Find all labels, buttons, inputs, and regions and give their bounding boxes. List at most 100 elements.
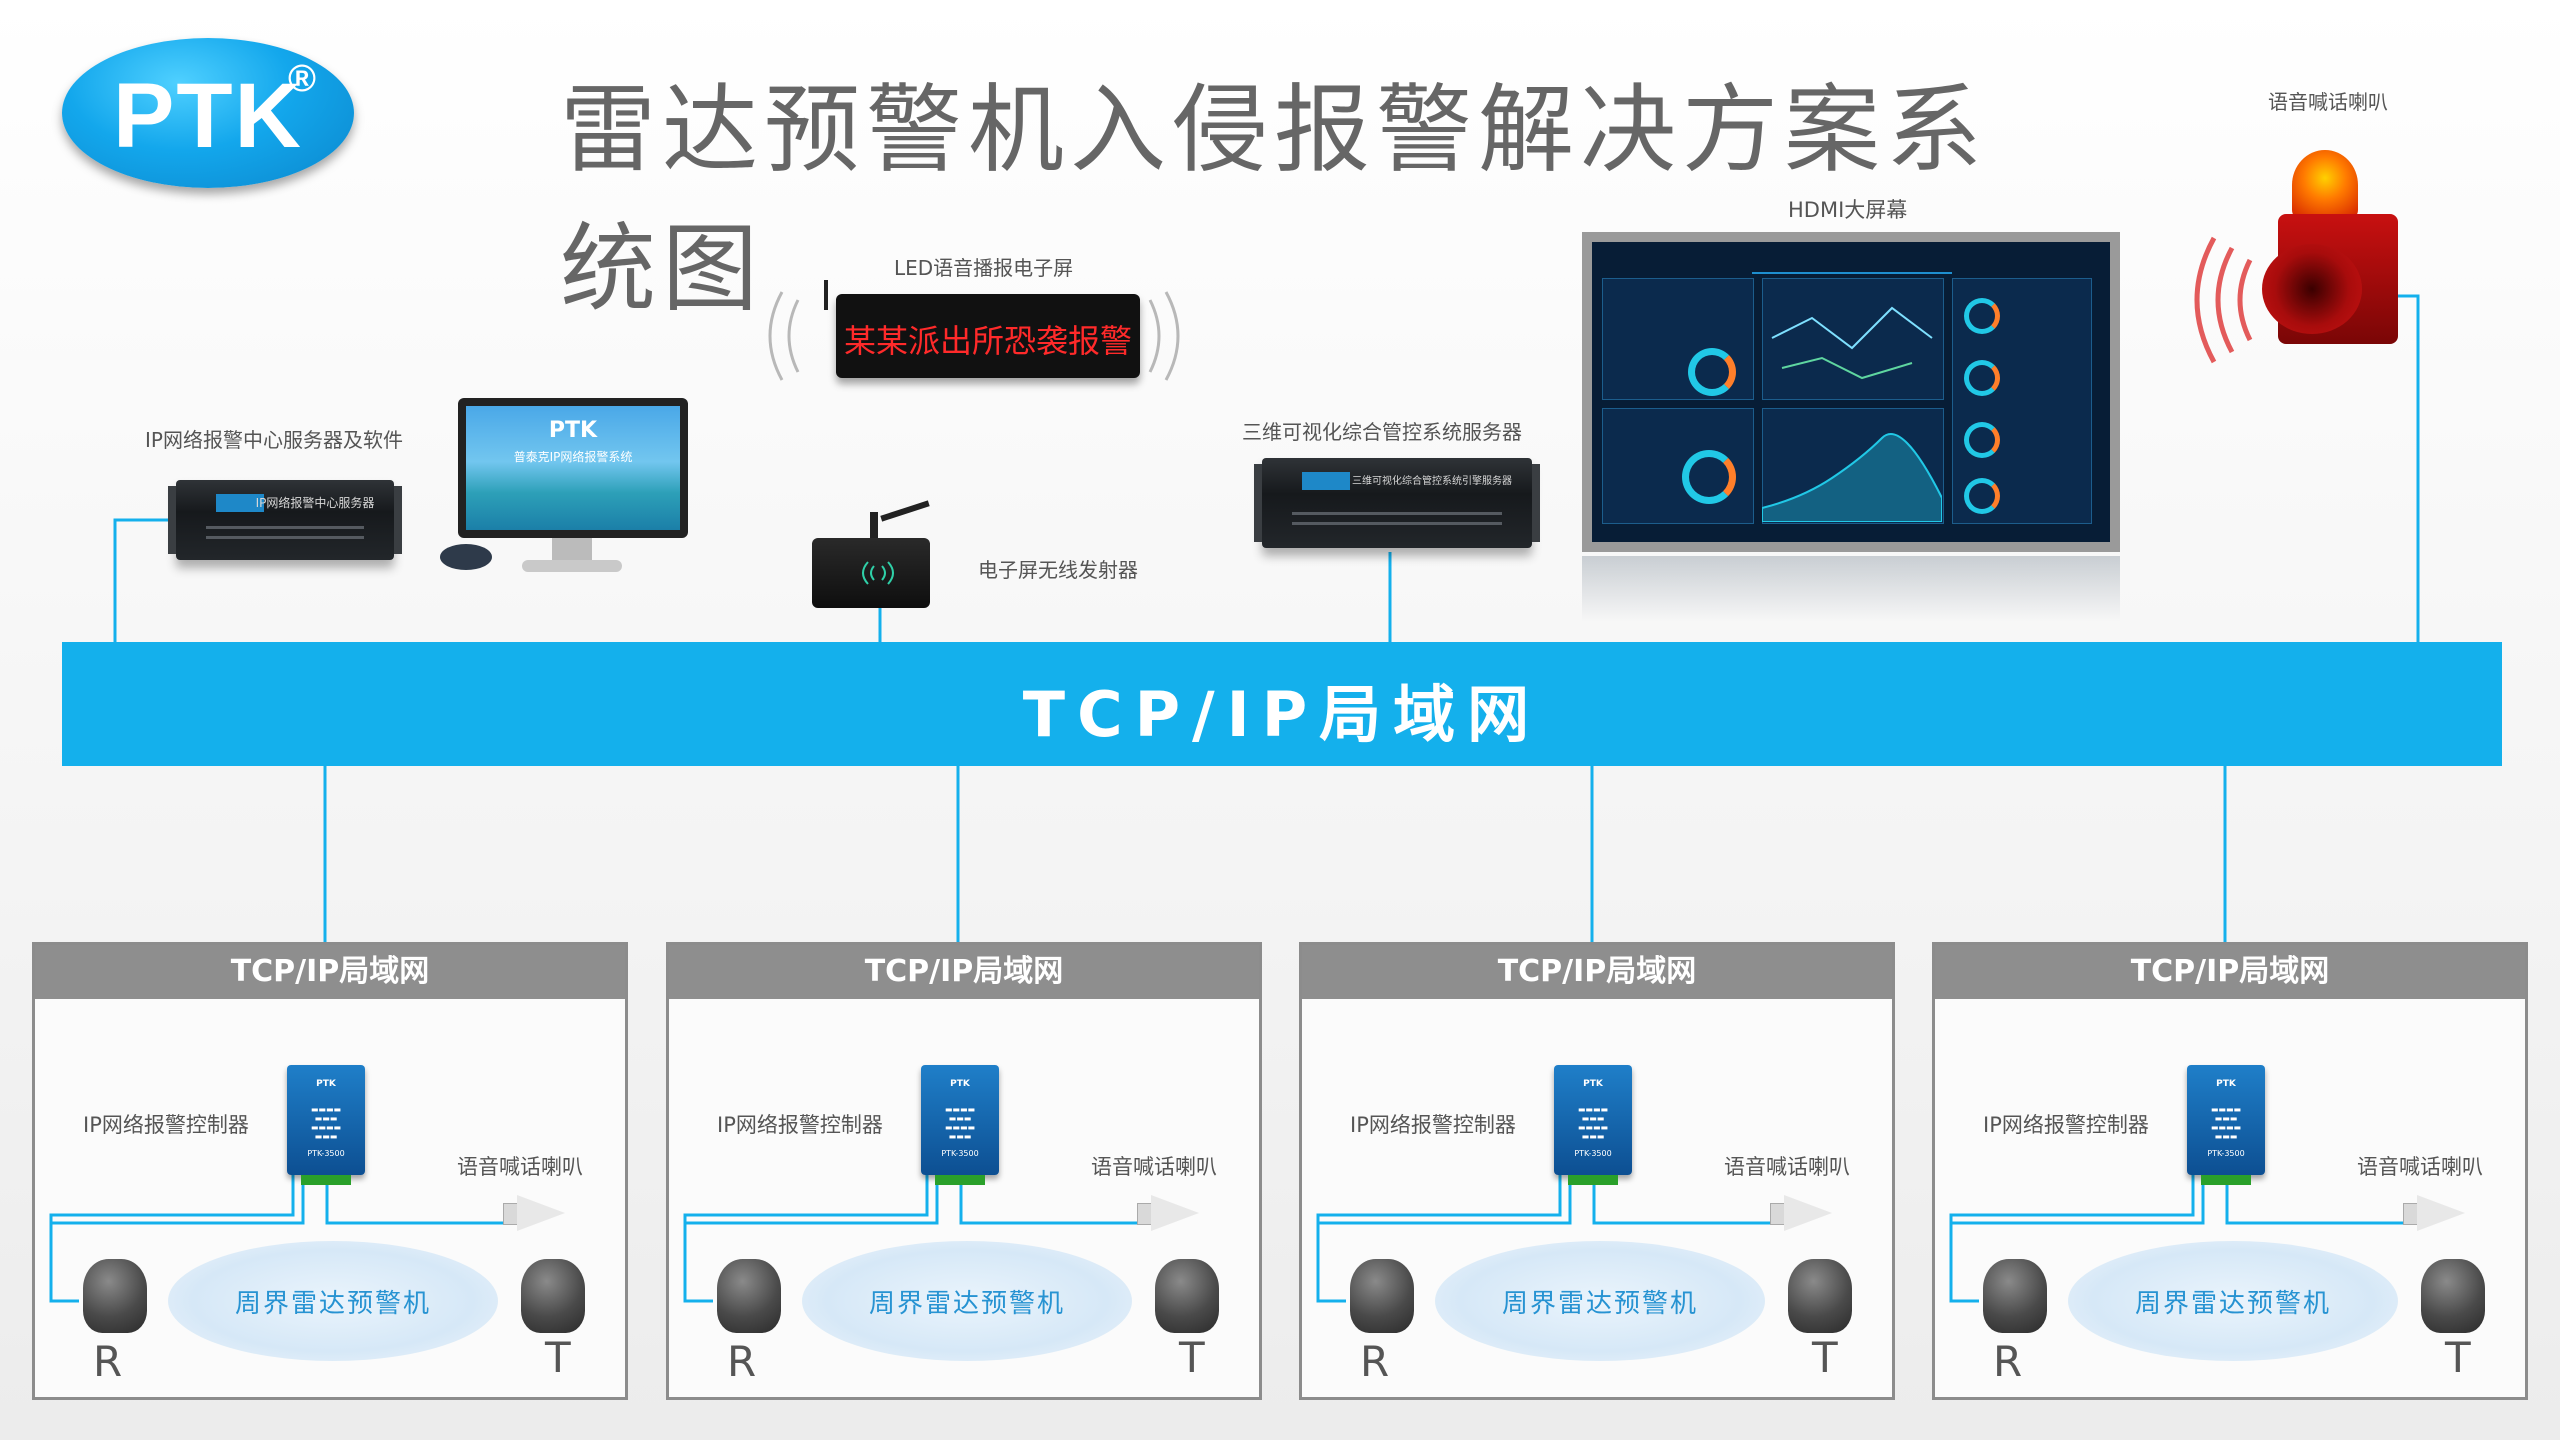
transmitter-letter: T [545,1333,571,1382]
radar-transmitter-icon [1788,1259,1852,1333]
radar-coverage-zone [802,1241,1132,1361]
radar-coverage-zone [168,1241,498,1361]
subnet-header: TCP/IP局域网 [669,945,1259,999]
alarm-software-monitor: PTK 普泰克IP网络报警系统 [458,398,688,538]
gauge-icon [1964,422,2000,458]
dashboard-panel [1762,278,1944,400]
subnet-panel-4: TCP/IP局域网 PTK ▬▬▬▬▬▬▬▬▬▬▬▬▬▬ PTK-3500 IP… [1932,942,2528,1400]
vis-server-label: 三维可视化综合管控系统服务器 [1242,420,1522,444]
wire-alarm-center [113,518,168,642]
page-title: 雷达预警机入侵报警解决方案系统图 [560,74,1988,325]
controller-spec-lines: ▬▬▬▬▬▬▬▬▬▬▬▬▬▬ [1577,1105,1609,1141]
controller-brand: PTK [316,1079,336,1089]
vis-server-rack-text: 三维可视化综合管控系统引擎服务器 [1352,476,1512,487]
monitor-brand: PTK [548,418,598,443]
transmitter-letter: T [2445,1333,2471,1382]
speaker-label: 语音喊话喇叭 [1091,1155,1217,1179]
vis-server: 三维可视化综合管控系统引擎服务器 [1254,458,1540,548]
dashboard-panel [1762,408,1944,524]
receiver-letter: R [1360,1337,1390,1386]
network-label: TCP/IP局域网 [1022,678,1542,751]
controller-label: IP网络报警控制器 [1983,1113,2149,1137]
transmitter-letter: T [1812,1333,1838,1382]
hdmi-display [1582,232,2120,552]
horn-speaker-icon [1137,1195,1199,1231]
alarm-center-server: IP网络报警中心服务器 [168,480,402,560]
controller-label: IP网络报警控制器 [717,1113,883,1137]
controller-spec-lines: ▬▬▬▬▬▬▬▬▬▬▬▬▬▬ [2210,1105,2242,1141]
siren-speaker-icon [2262,244,2362,334]
controller-model: PTK-3500 [1574,1149,1612,1158]
registered-mark: ® [288,58,316,100]
signal-icon [862,561,894,585]
gauge-icon [1964,298,2000,334]
subnet-header: TCP/IP局域网 [1935,945,2525,999]
monitor-stand [552,538,592,564]
monitor-screen: PTK 普泰克IP网络报警系统 [466,406,680,530]
radar-receiver-icon [1983,1259,2047,1333]
controller-spec-lines: ▬▬▬▬▬▬▬▬▬▬▬▬▬▬ [944,1105,976,1141]
monitor-base [522,560,622,572]
led-label: LED语音播报电子屏 [894,256,1074,280]
logo-text: PTK [113,65,303,167]
radar-label: 周界雷达预警机 [1501,1289,1698,1319]
controller-terminal [301,1175,351,1185]
ip-alarm-controller: PTK ▬▬▬▬▬▬▬▬▬▬▬▬▬▬ PTK-3500 [2187,1065,2265,1185]
transmitter-letter: T [1179,1333,1205,1382]
wave-siren-3 [2194,236,2217,364]
led-antenna [824,280,828,310]
radar-transmitter-icon [1155,1259,1219,1333]
radar-receiver-icon [717,1259,781,1333]
alarm-center-label: IP网络报警中心服务器及软件 [145,428,403,452]
controller-brand: PTK [2216,1079,2236,1089]
controller-brand: PTK [950,1079,970,1089]
donut-chart-icon [1682,450,1736,504]
ip-alarm-controller: PTK ▬▬▬▬▬▬▬▬▬▬▬▬▬▬ PTK-3500 [1554,1065,1632,1185]
controller-terminal [2201,1175,2251,1185]
radar-receiver-icon [1350,1259,1414,1333]
wireless-transmitter [812,538,930,608]
ip-alarm-controller: PTK ▬▬▬▬▬▬▬▬▬▬▬▬▬▬ PTK-3500 [921,1065,999,1185]
radar-label: 周界雷达预警机 [868,1289,1065,1319]
subnet-panel-3: TCP/IP局域网 PTK ▬▬▬▬▬▬▬▬▬▬▬▬▬▬ PTK-3500 IP… [1299,942,1895,1400]
subnet-panel-2: TCP/IP局域网 PTK ▬▬▬▬▬▬▬▬▬▬▬▬▬▬ PTK-3500 IP… [666,942,1262,1400]
radar-label: 周界雷达预警机 [234,1289,431,1319]
horn-speaker-icon [503,1195,565,1231]
dashboard-screen [1592,242,2110,542]
controller-brand: PTK [1583,1079,1603,1089]
receiver-letter: R [1993,1337,2023,1386]
radar-label: 周界雷达预警机 [2134,1289,2331,1319]
radar-receiver-icon [83,1259,147,1333]
wave-siren-1 [2237,258,2253,342]
horn-speaker-icon [1770,1195,1832,1231]
ptk-logo: PTK ® [62,38,354,188]
radar-coverage-zone [2068,1241,2398,1361]
led-message: 某某派出所恐袭报警 [843,322,1132,360]
subnet-panel-1: TCP/IP局域网 PTK ▬▬▬▬▬▬▬▬▬▬▬▬▬▬ PTK-3500 IP… [32,942,628,1400]
controller-label: IP网络报警控制器 [1350,1113,1516,1137]
controller-model: PTK-3500 [307,1149,345,1158]
subnet-header: TCP/IP局域网 [1302,945,1892,999]
controller-label: IP网络报警控制器 [83,1113,249,1137]
speaker-label: 语音喊话喇叭 [1724,1155,1850,1179]
siren-label: 语音喊话喇叭 [2268,90,2388,114]
server-indicator [216,494,264,512]
dashboard-header-bar [1752,252,1952,274]
wire-siren [2398,294,2420,642]
gauge-icon [1964,478,2000,514]
speaker-label: 语音喊话喇叭 [2357,1155,2483,1179]
siren-light-icon [2292,150,2358,220]
subnet-header: TCP/IP局域网 [35,945,625,999]
alarm-center-rack-text: IP网络报警中心服务器 [255,496,375,510]
hdmi-label: HDMI大屏幕 [1788,198,1908,222]
controller-terminal [935,1175,985,1185]
ip-alarm-controller: PTK ▬▬▬▬▬▬▬▬▬▬▬▬▬▬ PTK-3500 [287,1065,365,1185]
radar-coverage-zone [1435,1241,1765,1361]
wave-siren-2 [2215,246,2235,354]
led-display: 某某派出所恐袭报警 [836,294,1140,378]
controller-model: PTK-3500 [2207,1149,2245,1158]
hdmi-reflection [1582,556,2120,622]
radar-transmitter-icon [521,1259,585,1333]
horn-speaker-icon [2403,1195,2465,1231]
donut-chart-icon [1688,348,1736,396]
